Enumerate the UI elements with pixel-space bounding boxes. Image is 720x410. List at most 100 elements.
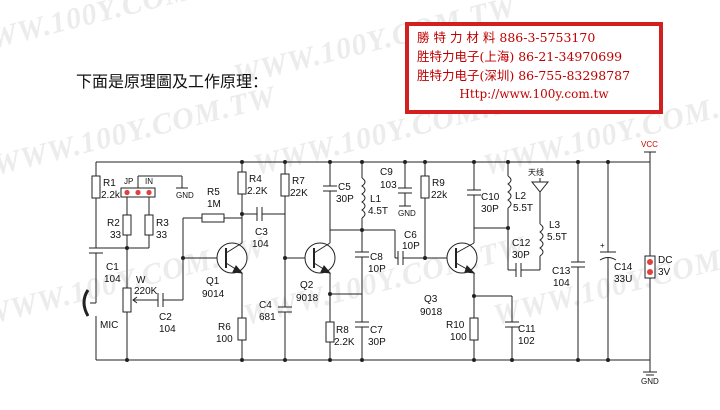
dc-label: DC (658, 255, 672, 266)
l2-label: L2 (515, 191, 527, 202)
c5-label: C5 (338, 182, 351, 193)
r3-resistor (144, 214, 154, 236)
microphone-icon (82, 289, 90, 317)
in-label: IN (145, 177, 153, 186)
dc-pin (647, 269, 653, 275)
r5-value: 1M (207, 199, 221, 210)
c14-label: C14 (614, 262, 633, 273)
r2-label: R2 (107, 218, 120, 229)
r7-value: 22K (290, 188, 308, 199)
gnd-jp-label: GND (176, 191, 194, 200)
contact-banner: 勝 特 力 材 料 886-3-5753170 胜特力电子(上海) 86-21-… (405, 22, 663, 114)
c14-value: 33U (614, 274, 632, 285)
c6-value: 10P (402, 241, 420, 252)
banner-url: Http://www.100y.com.tw (459, 87, 609, 101)
junction-dots (125, 160, 610, 362)
q2-collector (313, 242, 331, 254)
dc-value: 3V (658, 267, 671, 278)
jumper-pin (124, 189, 130, 196)
q1-label: Q1 (206, 276, 220, 287)
c8-value: 10P (368, 264, 386, 275)
r9-value: 22k (431, 190, 448, 201)
banner-line: 胜特力电子(深圳) 86-755-83298787 (417, 68, 631, 83)
w-value: 220K (134, 286, 158, 297)
c10-value: 30P (481, 204, 499, 215)
c5-value: 30P (336, 194, 354, 205)
gnd-label: GND (641, 377, 659, 386)
c12-value: 30P (512, 250, 530, 261)
c14-plus-icon: + (600, 241, 605, 250)
c9-value: 103 (380, 180, 397, 191)
dc-pin (647, 259, 653, 265)
r10-value: 100 (450, 332, 467, 343)
jumper-pin (146, 189, 152, 196)
c2-value: 104 (159, 324, 176, 335)
w-potentiometer (122, 287, 132, 313)
c13-value: 104 (553, 278, 570, 289)
l1-value: 4.5T (368, 206, 388, 217)
page-title: 下面是原理圖及工作原理： (76, 72, 269, 91)
c14-plate (599, 257, 617, 261)
c7-value: 30P (368, 337, 386, 348)
r6-resistor (237, 317, 247, 341)
emitter-arrow (320, 265, 332, 274)
c11-label: C11 (518, 324, 536, 335)
c11-value: 102 (518, 336, 535, 347)
q1-collector (225, 242, 243, 254)
c8-label: C8 (370, 252, 383, 263)
c4-value: 681 (259, 312, 276, 323)
r2-resistor (122, 214, 132, 236)
l3-value: 5.5T (547, 232, 567, 243)
l1-inductor (361, 177, 366, 219)
r4-label: R4 (249, 174, 262, 185)
r7-label: R7 (292, 176, 305, 187)
q2-value: 9018 (296, 293, 319, 304)
r8-label: R8 (336, 325, 349, 336)
r10-resistor (469, 317, 479, 341)
q3-collector (455, 242, 475, 254)
banner-line: 胜特力电子(上海) 86-21-34970699 (417, 49, 623, 64)
c6-label: C6 (404, 230, 417, 241)
vcc-label: VCC (641, 140, 658, 149)
c10-label: C10 (481, 192, 500, 203)
c2-label: C2 (159, 312, 172, 323)
r7-resistor (280, 173, 290, 197)
q3-label: Q3 (424, 294, 438, 305)
c1-label: C1 (106, 262, 119, 273)
w-label: W (136, 275, 146, 286)
q1-value: 9014 (202, 289, 225, 300)
c4-label: C4 (259, 300, 272, 311)
l3-label: L3 (549, 220, 561, 231)
r2-value: 33 (110, 230, 122, 241)
q2-label: Q2 (300, 280, 314, 291)
c1-value: 104 (104, 274, 121, 285)
mic-label: MIC (100, 320, 118, 331)
r1-label: R1 (103, 178, 116, 189)
l2-inductor (507, 175, 512, 209)
r9-resistor (420, 175, 430, 199)
jumper-pin (135, 189, 141, 196)
r6-label: R6 (218, 322, 231, 333)
r1-value: 2.2k (101, 190, 121, 201)
r5-resistor (201, 213, 225, 223)
emitter-arrow (464, 265, 476, 274)
r6-value: 100 (216, 334, 233, 345)
c12-label: C12 (512, 238, 531, 249)
jp-label: JP (124, 177, 133, 186)
r3-label: R3 (156, 218, 169, 229)
l1-label: L1 (370, 194, 382, 205)
r1-resistor (91, 175, 101, 199)
gnd-c9-label: GND (398, 209, 416, 218)
r10-label: R10 (446, 320, 465, 331)
wiper-arrow (132, 296, 145, 304)
antenna-icon (530, 181, 550, 193)
q2-transistor (304, 242, 336, 274)
c3-value: 104 (252, 239, 269, 250)
l3-inductor (539, 223, 544, 257)
r5-label: R5 (207, 187, 220, 198)
c9-label: C9 (380, 167, 393, 178)
antenna-label: 天线 (528, 167, 544, 177)
q1-transistor (216, 242, 248, 274)
q3-value: 9018 (420, 307, 443, 318)
r4-resistor (237, 171, 247, 195)
